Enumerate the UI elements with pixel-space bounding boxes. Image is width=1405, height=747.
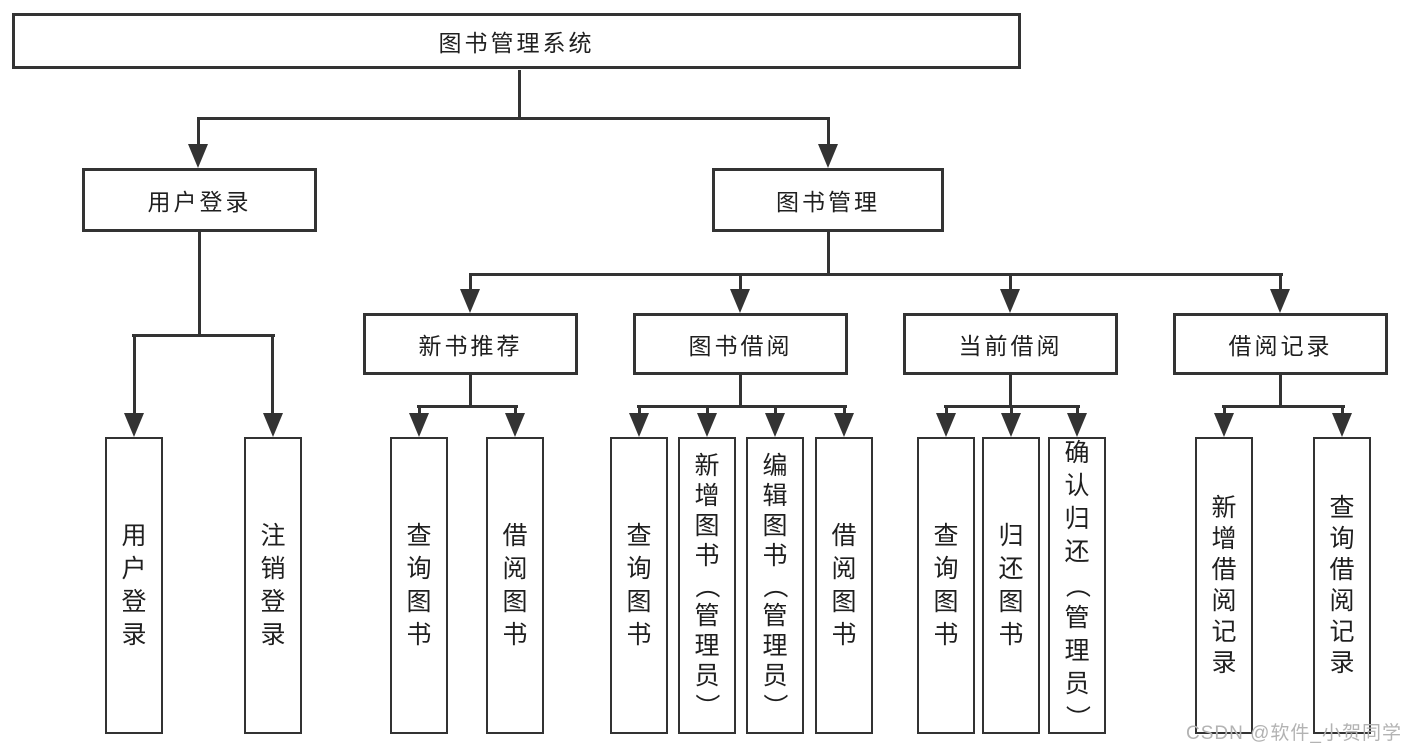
node-leaf-add-book-admin: 新增图书（管理员）: [678, 437, 736, 734]
connector-line: [638, 405, 641, 416]
node-book-management: 图书管理: [712, 168, 944, 232]
connector-line: [133, 334, 136, 413]
node-leaf-query-borrow-record-label: 查询借阅记录: [1329, 493, 1355, 677]
connector-arrowhead: [1000, 289, 1020, 313]
connector-arrowhead: [818, 144, 838, 168]
node-leaf-add-book-admin-label: 新增图书（管理员）: [692, 451, 721, 719]
connector-line: [518, 70, 521, 118]
node-leaf-query-books-3: 查询图书: [917, 437, 975, 734]
node-borrow-records: 借阅记录: [1173, 313, 1388, 375]
connector-line: [1009, 273, 1012, 291]
node-leaf-query-books-1-label: 查询图书: [406, 521, 432, 649]
connector-line: [945, 405, 948, 416]
node-user-login: 用户登录: [82, 168, 317, 232]
connector-line: [469, 375, 472, 408]
connector-arrowhead: [730, 289, 750, 313]
connector-arrowhead: [409, 413, 429, 437]
connector-arrowhead: [697, 413, 717, 437]
connector-arrowhead: [263, 413, 283, 437]
node-new-book-recommend-label: 新书推荐: [418, 333, 523, 359]
node-leaf-logout-label: 注销登录: [260, 521, 286, 649]
node-new-book-recommend: 新书推荐: [363, 313, 578, 375]
connector-line: [469, 273, 1283, 276]
connector-line: [197, 117, 830, 120]
connector-line: [1223, 405, 1226, 416]
node-leaf-query-books-2: 查询图书: [610, 437, 668, 734]
connector-arrowhead: [1214, 413, 1234, 437]
node-borrow-records-label: 借阅记录: [1228, 333, 1333, 359]
connector-line: [739, 273, 742, 291]
node-leaf-edit-book-admin: 编辑图书（管理员）: [746, 437, 804, 734]
connector-line: [1341, 405, 1344, 416]
connector-line: [132, 334, 275, 337]
connector-line: [706, 405, 709, 416]
connector-arrowhead: [1001, 413, 1021, 437]
connector-arrowhead: [505, 413, 525, 437]
connector-line: [843, 405, 846, 416]
connector-arrowhead: [834, 413, 854, 437]
node-leaf-edit-book-admin-label: 编辑图书（管理员）: [760, 451, 789, 719]
node-leaf-query-borrow-record: 查询借阅记录: [1313, 437, 1371, 734]
connector-arrowhead: [188, 144, 208, 168]
connector-line: [1009, 375, 1012, 408]
connector-line: [739, 375, 742, 408]
connector-line: [1279, 375, 1282, 408]
connector-arrowhead: [1270, 289, 1290, 313]
connector-line: [1279, 273, 1282, 291]
node-root-label: 图书管理系统: [438, 30, 595, 56]
node-current-borrow-label: 当前借阅: [958, 333, 1063, 359]
node-book-management-label: 图书管理: [776, 189, 880, 215]
connector-line: [1222, 405, 1345, 408]
connector-arrowhead: [765, 413, 785, 437]
connector-arrowhead: [460, 289, 480, 313]
node-leaf-logout: 注销登录: [244, 437, 302, 734]
node-root: 图书管理系统: [12, 13, 1021, 69]
connector-arrowhead: [1067, 413, 1087, 437]
connector-arrowhead: [629, 413, 649, 437]
node-leaf-borrow-books-1: 借阅图书: [486, 437, 544, 734]
connector-line: [418, 405, 421, 416]
node-leaf-user-login-label: 用户登录: [121, 521, 147, 649]
connector-arrowhead: [1332, 413, 1352, 437]
node-leaf-return-books: 归还图书: [982, 437, 1040, 734]
csdn-watermark: CSDN @软件_小贺同学: [1186, 723, 1402, 744]
node-book-borrow: 图书借阅: [633, 313, 848, 375]
connector-line: [827, 232, 830, 276]
node-leaf-borrow-books-2-label: 借阅图书: [831, 521, 857, 649]
node-leaf-confirm-return-admin-label: 确认归还（管理员）: [1063, 439, 1092, 731]
node-book-borrow-label: 图书借阅: [688, 333, 793, 359]
connector-line: [774, 405, 777, 416]
connector-arrowhead: [124, 413, 144, 437]
node-current-borrow: 当前借阅: [903, 313, 1118, 375]
node-leaf-return-books-label: 归还图书: [998, 521, 1024, 649]
connector-line: [417, 405, 518, 408]
node-leaf-borrow-books-1-label: 借阅图书: [502, 521, 528, 649]
connector-line: [514, 405, 517, 416]
node-leaf-add-borrow-record: 新增借阅记录: [1195, 437, 1253, 734]
node-leaf-user-login: 用户登录: [105, 437, 163, 734]
node-leaf-confirm-return-admin: 确认归还（管理员）: [1048, 437, 1106, 734]
connector-line: [637, 405, 847, 408]
connector-line: [271, 334, 274, 413]
node-leaf-query-books-3-label: 查询图书: [933, 521, 959, 649]
node-leaf-query-books-2-label: 查询图书: [626, 521, 652, 649]
connector-line: [827, 117, 830, 147]
connector-line: [197, 117, 200, 147]
node-user-login-label: 用户登录: [147, 189, 252, 215]
node-leaf-borrow-books-2: 借阅图书: [815, 437, 873, 734]
connector-line: [469, 273, 472, 291]
connector-line: [1010, 405, 1013, 416]
connector-arrowhead: [936, 413, 956, 437]
connector-line: [198, 232, 201, 336]
node-leaf-add-borrow-record-label: 新增借阅记录: [1211, 493, 1237, 677]
node-leaf-query-books-1: 查询图书: [390, 437, 448, 734]
connector-line: [1076, 405, 1079, 416]
